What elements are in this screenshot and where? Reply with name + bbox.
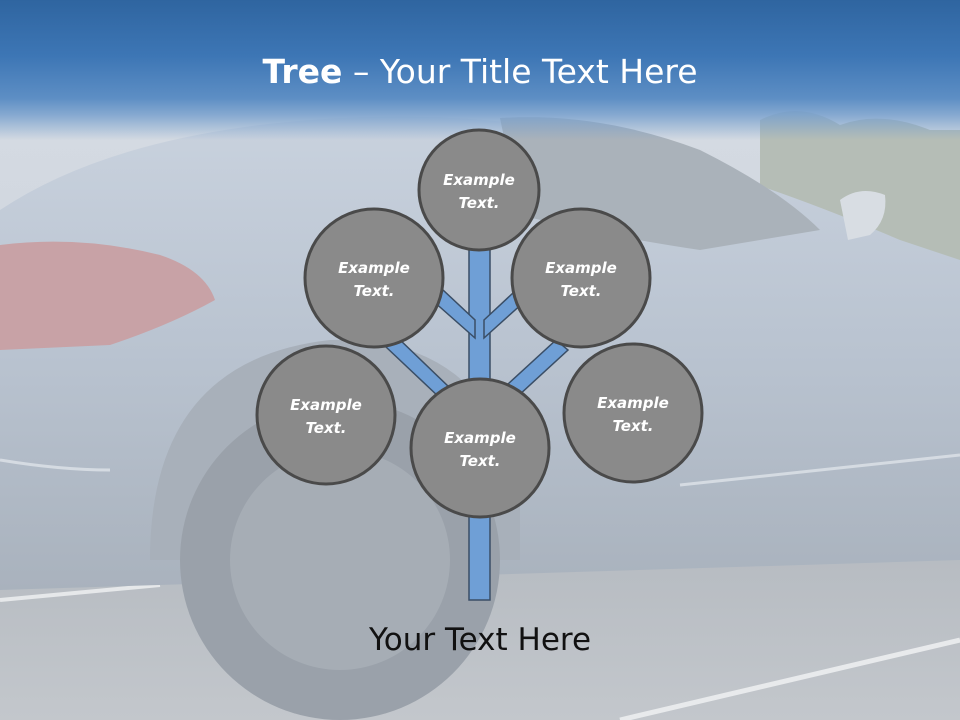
node-upper-left-line1: Example [338,259,410,277]
branch-lower-right [506,339,570,398]
node-center[interactable]: Example Text. [409,377,551,519]
branch-lower-left [384,337,452,400]
node-center-line2: Text. [459,452,500,470]
node-upper-left-line2: Text. [353,282,394,300]
node-center-line1: Example [444,429,516,447]
title-rest: – Your Title Text Here [342,52,698,91]
slide-title: Tree – Your Title Text Here [0,52,960,91]
node-upper-right-line2: Text. [560,282,601,300]
node-upper-right[interactable]: Example Text. [510,207,652,349]
node-lower-right-line2: Text. [612,417,653,435]
title-bold: Tree [262,52,343,91]
node-upper-left[interactable]: Example Text. [303,207,445,349]
node-lower-left-line1: Example [290,396,362,414]
footer-text: Your Text Here [368,622,592,658]
node-lower-left-line2: Text. [305,419,346,437]
node-top[interactable]: Example Text. [417,128,541,252]
node-lower-right[interactable]: Example Text. [562,342,704,484]
node-upper-right-line1: Example [545,259,617,277]
header-band [0,0,960,140]
node-top-line1: Example [443,171,515,189]
node-lower-left[interactable]: Example Text. [255,344,397,486]
node-top-line2: Text. [458,194,499,212]
node-lower-right-line1: Example [597,394,669,412]
